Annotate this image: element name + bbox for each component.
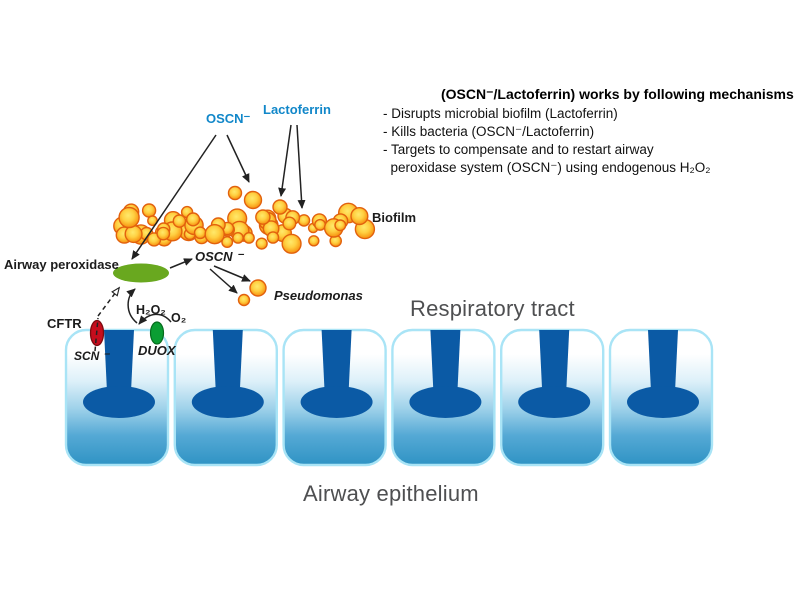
biofilm-bacterium	[204, 223, 225, 245]
cftr-label: CFTR	[47, 316, 82, 331]
bacterium-circle	[249, 279, 267, 297]
info-box-title: (OSCN⁻/Lactoferrin) works by following m…	[441, 86, 794, 102]
cell-stalk	[430, 330, 461, 392]
airway-epithelium-cells	[64, 328, 714, 467]
biofilm-cluster	[113, 202, 376, 254]
info-bullet-1: - Disrupts microbial biofilm (Lactoferri…	[383, 106, 618, 121]
oscn-label: OSCN⁻	[206, 111, 251, 126]
cell-base	[518, 386, 591, 418]
info-bullet-3: - Targets to compensate and to restart a…	[383, 142, 654, 157]
biofilm-bacterium	[172, 214, 187, 228]
cell-base	[300, 386, 373, 418]
biofilm-bacterium	[282, 216, 297, 231]
arrow-peroxidase-to-oscn	[169, 258, 193, 269]
biofilm-bacterium	[193, 226, 207, 240]
biofilm-bacterium	[314, 218, 327, 231]
arrow-oscn-to-pseudomonas-2	[209, 268, 238, 294]
airway-peroxidase-ellipse	[113, 263, 169, 283]
curved-arrow-h2o2-to-peroxidase	[126, 288, 138, 324]
biofilm-bacterium	[156, 226, 171, 241]
cell-stalk	[321, 330, 352, 392]
biofilm-bacterium	[334, 219, 347, 232]
dashed-scn-through-cftr	[94, 317, 99, 352]
pseudomonas-bacteria	[237, 279, 267, 307]
arrow-oscn-to-pseudomonas-1	[213, 265, 251, 282]
cell-stalk	[104, 330, 134, 392]
o2-label: O₂	[171, 311, 187, 325]
oscn-product-label: OSCN ⁻	[195, 249, 244, 264]
arrow-lactoferrin-to-biofilm-1	[278, 124, 292, 197]
biofilm-bacterium	[232, 231, 244, 244]
arrows	[94, 124, 306, 352]
airway-peroxidase-label: Airway peroxidase	[4, 257, 119, 272]
biofilm-bacterium	[281, 233, 302, 254]
cell-stalk	[648, 330, 678, 392]
biofilm-bacterium	[118, 206, 140, 229]
biofilm-bacterium	[350, 207, 369, 226]
info-bullet-2: - Kills bacteria (OSCN⁻/Lactoferrin)	[383, 124, 595, 139]
info-bullet-4: peroxidase system (OSCN⁻) using endogeno…	[383, 160, 711, 175]
biofilm-bacterium	[255, 237, 268, 250]
bacterium-circle	[243, 190, 263, 210]
cell-base	[191, 386, 264, 418]
cell-base	[83, 386, 155, 418]
arrow-oscn-to-biofilm	[226, 134, 250, 183]
scn-label: SCN ⁻	[74, 349, 110, 363]
bacterium-circle	[237, 293, 251, 307]
biofilm-bacterium	[186, 212, 201, 227]
respiratory-tract-label: Respiratory tract	[410, 296, 575, 321]
biofilm-bacterium	[266, 231, 280, 244]
biofilm-bacterium	[141, 203, 157, 218]
arrow-lactoferrin-to-biofilm-2	[296, 124, 306, 209]
bacterium-circle	[227, 185, 243, 201]
cell-base	[409, 386, 482, 418]
cell-base	[627, 386, 699, 418]
biofilm-label: Biofilm	[372, 210, 417, 225]
h2o2-label: H₂O₂	[136, 303, 166, 317]
lactoferrin-label: Lactoferrin	[263, 102, 331, 117]
dashed-arrow-cftr-to-peroxidase	[97, 288, 119, 317]
curved-arrow-o2-to-h2o2	[138, 313, 172, 325]
duox-enzyme-icon	[149, 321, 165, 345]
biofilm-bacterium	[124, 224, 143, 244]
cell-stalk	[212, 330, 243, 392]
arrow-oscn-to-peroxidase	[131, 134, 217, 260]
biofilm-bacterium	[255, 209, 271, 225]
biofilm-bacterium	[243, 231, 255, 244]
loose-bacteria	[227, 185, 288, 215]
bacterium-circle	[272, 199, 288, 215]
pseudomonas-label: Pseudomonas	[274, 288, 363, 303]
cell-stalk	[539, 330, 570, 392]
airway-epithelium-label: Airway epithelium	[303, 481, 479, 506]
biofilm-bacterium	[308, 235, 320, 247]
duox-label: DUOX	[138, 343, 176, 358]
